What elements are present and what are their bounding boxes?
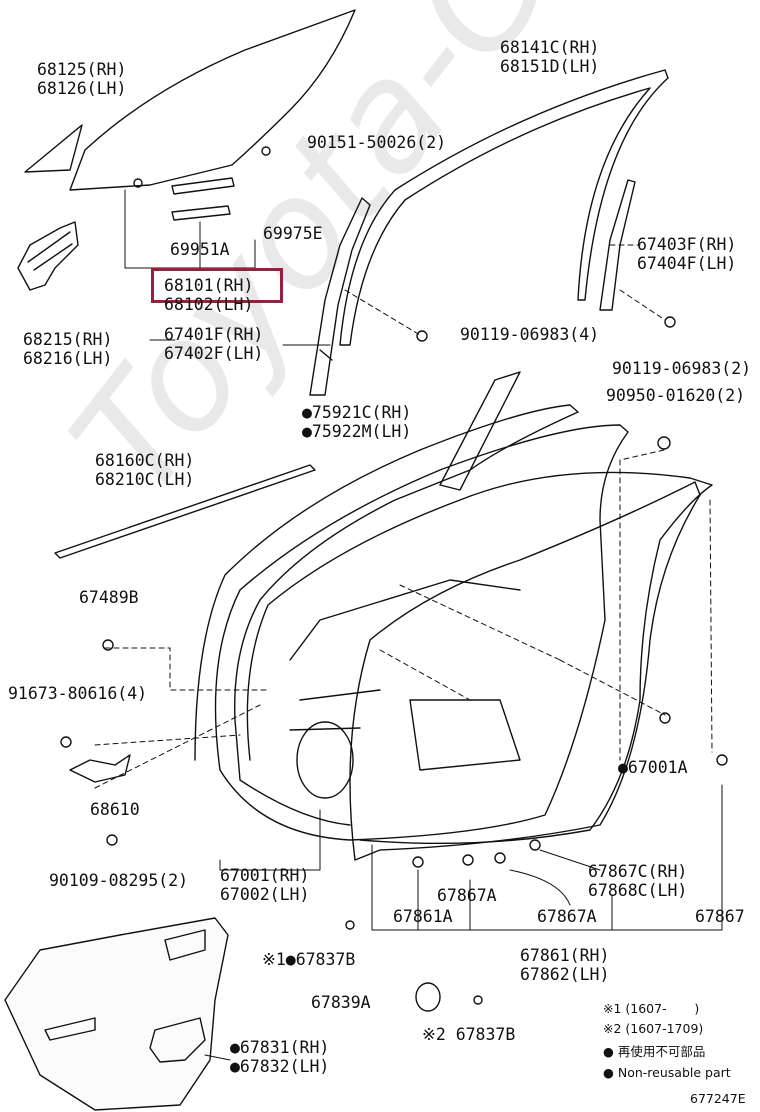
label-67867: 67867 bbox=[695, 907, 745, 926]
label-68141: 68141C(RH) 68151D(LH) bbox=[500, 38, 600, 76]
label-90950: 90950-01620(2) bbox=[606, 386, 746, 405]
leader-lines-right bbox=[94, 449, 713, 789]
label-69975: 69975E bbox=[263, 224, 323, 243]
belt-moulding-68160 bbox=[54, 464, 316, 559]
label-67867c: 67867C(RH) 67868C(LH) bbox=[588, 862, 688, 900]
label-68610: 68610 bbox=[90, 800, 140, 819]
door-trim-67831 bbox=[4, 917, 231, 1111]
label-90119-a: 90119-06983(4) bbox=[460, 325, 600, 344]
label-67861: 67861(RH) 67862(LH) bbox=[520, 946, 610, 984]
illustration-code: 677247E bbox=[690, 1091, 746, 1106]
label-69951: 69951A bbox=[170, 240, 230, 259]
door-seal-75921 bbox=[439, 371, 521, 491]
label-67401: 67401F(RH) 67402F(LH) bbox=[164, 325, 264, 363]
label-90109: 90109-08295(2) bbox=[49, 871, 189, 890]
clips-67867 bbox=[345, 712, 728, 1012]
hinge-68610 bbox=[60, 639, 131, 846]
label-67867a-1: 67867A bbox=[437, 886, 497, 905]
note-1: ※1 (1607- ) bbox=[603, 1001, 700, 1016]
glass-channel-69975 bbox=[171, 177, 235, 221]
label-67867a-2: 67867A bbox=[537, 907, 597, 926]
note-2: ※2 (1607-1709) bbox=[603, 1021, 704, 1036]
leader-lines-mid bbox=[344, 244, 666, 336]
label-68215: 68215(RH) 68216(LH) bbox=[23, 330, 113, 368]
label-67001a: ●67001A bbox=[618, 758, 688, 777]
bolt-90119 bbox=[416, 330, 428, 342]
clip-90950 bbox=[657, 436, 671, 450]
label-68160: 68160C(RH) 68210C(LH) bbox=[95, 451, 195, 489]
division-bar-67401 bbox=[309, 197, 371, 396]
quarter-glass-holder-68215 bbox=[17, 221, 79, 291]
bolt-90119-b bbox=[664, 316, 676, 328]
label-91673: 91673-80616(4) bbox=[8, 684, 148, 703]
run-channel-68141 bbox=[339, 69, 669, 346]
label-67001: 67001(RH) 67002(LH) bbox=[220, 866, 310, 904]
label-68125: 68125(RH) 68126(LH) bbox=[37, 60, 127, 98]
label-90119-b: 90119-06983(2) bbox=[612, 359, 752, 378]
label-67861a: 67861A bbox=[393, 907, 453, 926]
label-68101: 68101(RH) 68102(LH) bbox=[164, 276, 254, 314]
label-67837b-2: ※2 67837B bbox=[422, 1025, 516, 1044]
quarter-glass-68125 bbox=[24, 124, 83, 173]
highlight-box-68101 bbox=[151, 268, 283, 303]
division-bar-67403 bbox=[599, 179, 636, 311]
label-67837b-1: ※1●67837B bbox=[262, 950, 356, 969]
label-67831: ●67831(RH) ●67832(LH) bbox=[230, 1038, 330, 1076]
leader-brackets-bottom bbox=[219, 784, 723, 931]
weatherstrip-67861 bbox=[349, 481, 701, 861]
label-90151: 90151-50026(2) bbox=[307, 133, 447, 152]
door-glass-68101 bbox=[69, 9, 356, 191]
label-67489: 67489B bbox=[79, 588, 139, 607]
door-panel-67001 bbox=[194, 404, 713, 845]
note-non-reusable-jp: ● 再使用不可部品 bbox=[603, 1044, 706, 1059]
label-67839: 67839A bbox=[311, 993, 371, 1012]
label-75921: ●75921C(RH) ●75922M(LH) bbox=[302, 403, 412, 441]
label-67403: 67403F(RH) 67404F(LH) bbox=[637, 235, 737, 273]
note-non-reusable-en: ● Non-reusable part bbox=[603, 1065, 731, 1080]
